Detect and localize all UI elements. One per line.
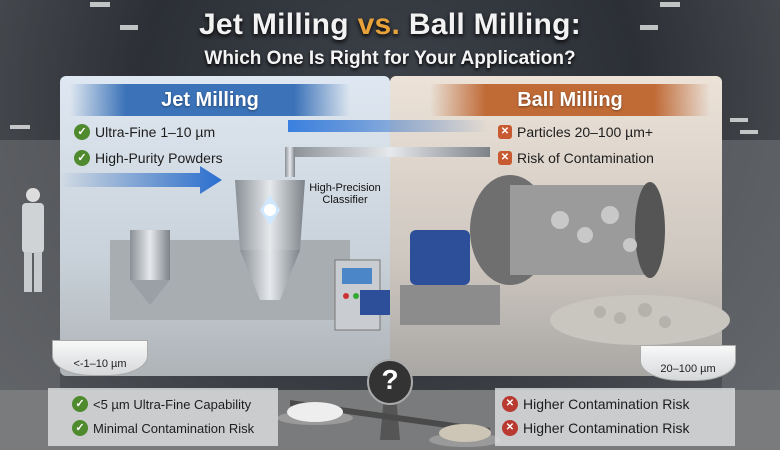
jet-pro-text: High-Purity Powders (95, 150, 223, 166)
title-ball: Ball Milling: (408, 8, 582, 41)
ball-summary-item: ✕ Higher Contamination Risk (502, 396, 690, 412)
jet-dish-label: <-1–10 µm (73, 358, 127, 370)
ball-con-text: Particles 20–100 µm+ (517, 124, 654, 140)
page-title: Jet Milling vs. Ball Milling: (0, 8, 780, 42)
pipe (290, 147, 490, 157)
check-icon: ✓ (74, 150, 90, 166)
jet-mill-machine (110, 180, 390, 331)
jet-milling-heading: Jet Milling (70, 84, 350, 116)
ball-mill-machine (400, 175, 730, 345)
cross-icon: ✕ (498, 151, 512, 165)
question-mark-icon: ? (381, 364, 399, 395)
ball-con-item: ✕ Risk of Contamination (498, 150, 654, 166)
balance-scale (277, 359, 501, 447)
jet-pro-item: ✓ Ultra-Fine 1–10 µm (74, 124, 215, 140)
ball-con-item: ✕ Particles 20–100 µm+ (498, 124, 653, 140)
check-icon: ✓ (72, 396, 88, 412)
jet-pro-text: Ultra-Fine 1–10 µm (95, 124, 216, 140)
cross-icon: ✕ (502, 420, 518, 436)
cross-icon: ✕ (498, 125, 512, 139)
ball-summary-box (495, 388, 735, 446)
jet-summary-box (48, 388, 278, 446)
ball-summary-text: Higher Contamination Risk (523, 396, 690, 412)
jet-summary-text: <5 µm Ultra-Fine Capability (93, 396, 252, 412)
cross-icon: ✕ (502, 396, 518, 412)
jet-summary-item: ✓ <5 µm Ultra-Fine Capability (72, 396, 251, 412)
worker-figure (22, 188, 44, 292)
title-vs: vs. (357, 8, 401, 41)
ball-powder-dish: 20–100 µm (640, 345, 736, 381)
check-icon: ✓ (72, 420, 88, 436)
classifier-label: High-Precision Classifier (309, 182, 381, 206)
jet-summary-text: Minimal Contamination Risk (93, 420, 255, 436)
ball-summary-item: ✕ Higher Contamination Risk (502, 420, 690, 436)
ball-summary-text: Higher Contamination Risk (523, 420, 690, 436)
title-jet: Jet Milling (198, 8, 349, 41)
flow-arrow-left (60, 166, 222, 194)
check-icon: ✓ (74, 124, 90, 140)
ball-milling-heading: Ball Milling (430, 84, 710, 116)
ball-dish-label: 20–100 µm (660, 363, 716, 375)
jet-pro-item: ✓ High-Purity Powders (74, 150, 223, 166)
ball-con-text: Risk of Contamination (517, 150, 654, 166)
page-subtitle: Which One Is Right for Your Application? (204, 48, 576, 69)
flow-arrow-top (288, 120, 488, 132)
jet-powder-dish: <-1–10 µm (52, 340, 148, 376)
jet-summary-item: ✓ Minimal Contamination Risk (72, 420, 254, 436)
